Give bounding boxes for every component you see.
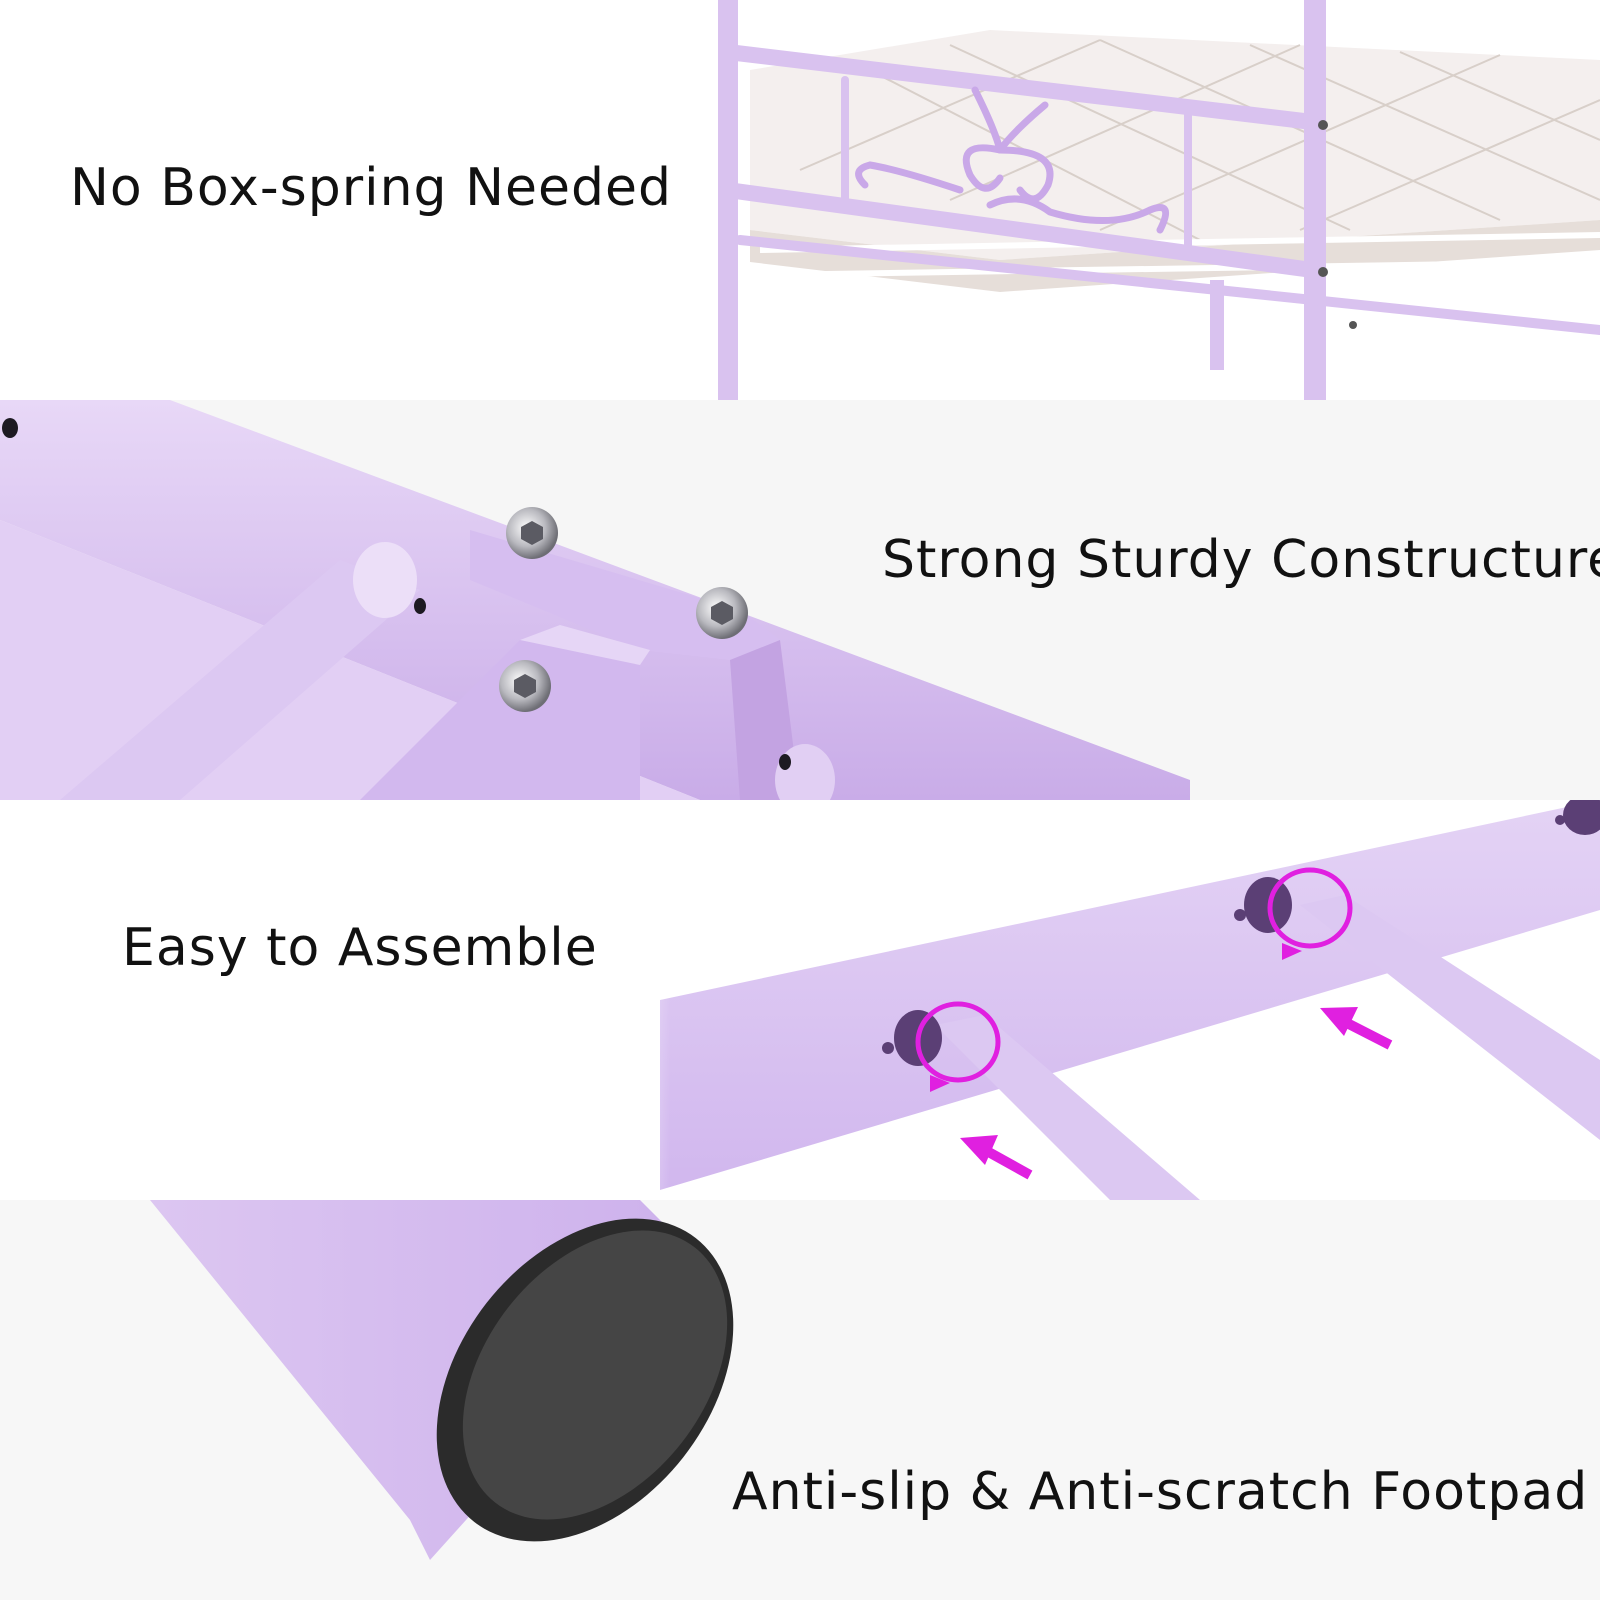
beam-holes (2, 418, 791, 770)
slat-tube-right (1300, 895, 1600, 1140)
bed-slats (759, 232, 1600, 303)
feature-panel-sturdy (0, 400, 1600, 800)
feature-panel-easy-assemble (0, 800, 1600, 1200)
feature-panel-footpad (0, 1200, 1600, 1600)
footboard-rails (720, 44, 1600, 335)
feature-caption-footpad: Anti-slip & Anti-scratch Footpad (732, 1462, 1589, 1522)
panel-fade (600, 800, 1300, 1200)
rotation-arrow-icon (915, 867, 1353, 1083)
feature-panel-no-box-spring (0, 0, 1600, 400)
frame-bolts (1318, 120, 1357, 329)
footboard-scroll-ornament (855, 86, 1170, 234)
rotation-arrow-heads (930, 943, 1302, 1092)
bolt-joint-illustration (0, 400, 1190, 800)
feature-caption-no-box-spring: No Box-spring Needed (70, 158, 672, 218)
bed-frame-illustration (718, 0, 1600, 400)
cross-tube (60, 560, 420, 800)
inner-square-tube-top (520, 625, 650, 665)
feature-caption-sturdy: Strong Sturdy Constructure (882, 530, 1600, 590)
cross-tube-end (353, 542, 417, 618)
hex-bolts (499, 507, 748, 712)
footpad-illustration (150, 1200, 734, 1560)
inner-square-tube (360, 640, 640, 800)
feature-caption-easy-assemble: Easy to Assemble (122, 918, 598, 978)
assembly-illustration (600, 800, 1600, 1200)
footpad-face (462, 1230, 728, 1520)
insert-arrow-icon (960, 1007, 1393, 1180)
